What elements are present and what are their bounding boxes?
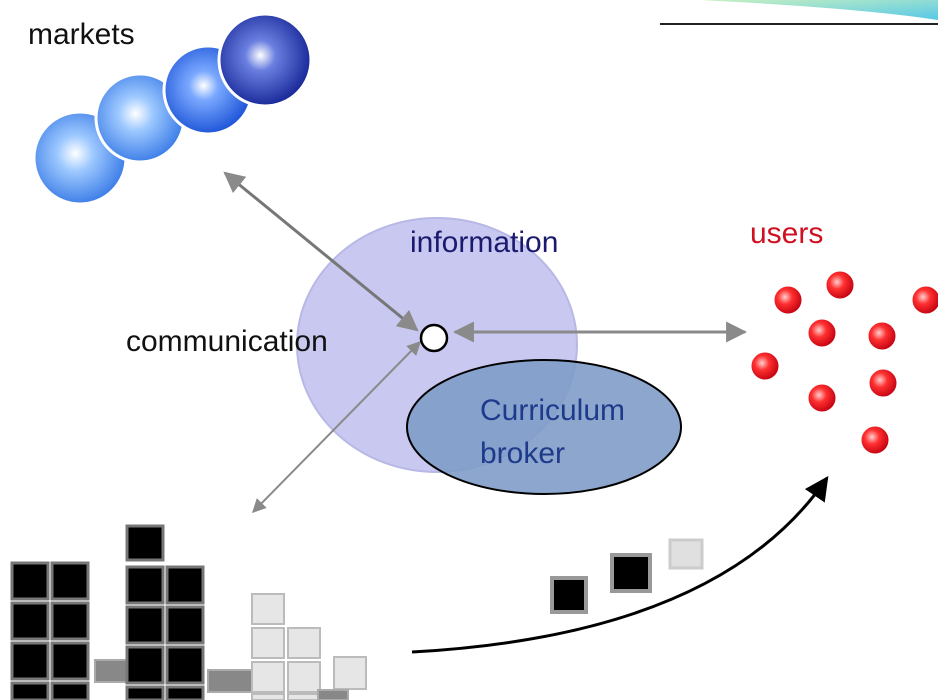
arrow-hub-data	[252, 341, 421, 513]
arrow-data-users-curve	[411, 476, 829, 654]
markets-sphere-chain-icon	[32, 12, 313, 206]
information-label: information	[410, 226, 558, 259]
transit-cubes-icon	[550, 538, 704, 614]
communication-label: communication	[126, 325, 328, 358]
curriculum-broker: Curriculum broker	[406, 359, 682, 495]
broker-label-line2: broker	[480, 437, 565, 470]
data-cube-stack-icon	[10, 524, 367, 700]
users-red-dots-icon	[748, 268, 938, 457]
users-label: users	[750, 217, 823, 250]
header-decoration	[660, 0, 938, 25]
connection-arrows	[223, 171, 829, 654]
markets-label: markets	[28, 18, 135, 51]
arrow-markets-hub	[223, 171, 419, 332]
broker-label-line1: Curriculum	[480, 394, 625, 427]
hub-node-icon	[419, 323, 449, 353]
